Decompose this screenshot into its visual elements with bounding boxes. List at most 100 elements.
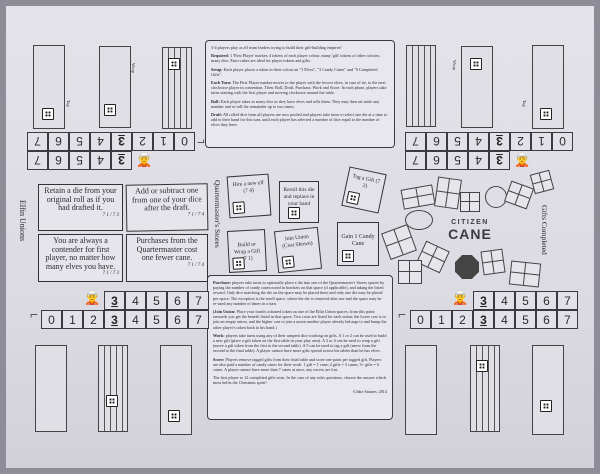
- store-gain-cane[interactable]: Gain 1 Candy Cane: [337, 222, 379, 266]
- gift-icon: [485, 186, 507, 208]
- gift-icon: [455, 255, 479, 279]
- store-join-union[interactable]: Join Union (Cost Shown): [273, 226, 323, 274]
- track-cell[interactable]: 3: [489, 132, 510, 151]
- required-text: 1 'First Player' marker, 4 tokens of eac…: [211, 53, 380, 64]
- track-cell[interactable]: 5: [447, 151, 468, 170]
- track-cell[interactable]: 4: [468, 132, 489, 151]
- die-icon: [232, 201, 246, 215]
- track-cell[interactable]: 6: [167, 291, 188, 310]
- union-text: Place your fourth coloured token on one …: [213, 309, 387, 330]
- track-cell[interactable]: 7: [405, 132, 426, 151]
- score-label: Score:: [213, 356, 225, 362]
- union-text: Purchases from the Quartermaster cost on…: [136, 236, 198, 263]
- track-cell[interactable]: 2: [83, 310, 104, 329]
- track-cell[interactable]: 1: [431, 310, 452, 329]
- track-cell[interactable]: 5: [146, 310, 167, 329]
- track-cell[interactable]: 6: [48, 132, 69, 151]
- track-cell[interactable]: 3: [111, 132, 132, 151]
- setup-label: Setup:: [211, 66, 223, 72]
- store-hire-elf[interactable]: Hire a new elf (7 4): [226, 173, 272, 219]
- track-cell[interactable]: 4: [125, 291, 146, 310]
- setup-text: Each player places a token in their colo…: [211, 66, 378, 77]
- track-cell[interactable]: 2: [510, 132, 531, 151]
- candy-cane-icon: ⌐: [197, 134, 205, 149]
- candy-cane-icon: ⌐: [30, 308, 38, 323]
- track-cell[interactable]: 3: [111, 151, 132, 170]
- die-icon: [106, 395, 118, 407]
- track-cell[interactable]: 4: [494, 310, 515, 329]
- track-cell[interactable]: 3: [473, 291, 494, 310]
- union-card-discount[interactable]: Purchases from the Quartermaster cost on…: [126, 234, 208, 282]
- track-cell[interactable]: 2: [452, 310, 473, 329]
- store-tag-gift[interactable]: Tag a Gift (7 2): [341, 166, 387, 214]
- union-card-retain[interactable]: Retain a die from your original roll as …: [38, 184, 123, 231]
- citizen-cane-logo: CITIZEN CANE: [440, 219, 500, 242]
- track-cell[interactable]: 3: [104, 310, 125, 329]
- track-cell[interactable]: 1: [153, 132, 174, 151]
- track-cell[interactable]: 7: [188, 310, 209, 329]
- track-cell[interactable]: 0: [41, 310, 62, 329]
- union-card-adjust[interactable]: Add or subtract one from one of your dic…: [125, 183, 209, 232]
- track-cell[interactable]: 7: [557, 310, 578, 329]
- track-cell[interactable]: 3: [489, 151, 510, 170]
- track-cell[interactable]: 6: [48, 151, 69, 170]
- build-table-bottom-1: [35, 345, 67, 432]
- track-cell[interactable]: 6: [536, 291, 557, 310]
- track-cell[interactable]: 7: [27, 132, 48, 151]
- turn-text: The First Player marker moves to the pla…: [211, 80, 387, 96]
- track-cell[interactable]: 4: [494, 291, 515, 310]
- track-cell[interactable]: 1: [531, 132, 552, 151]
- die-icon: [470, 58, 482, 70]
- track-cell[interactable]: 6: [426, 132, 447, 151]
- track-cell[interactable]: 6: [167, 310, 188, 329]
- track-cell[interactable]: 5: [69, 132, 90, 151]
- gift-icon: [434, 176, 462, 210]
- turn-label: Each Turn:: [211, 80, 232, 86]
- rules-box-top: 3-4 players play as elf team leaders try…: [205, 40, 395, 148]
- track-cell[interactable]: 7: [188, 291, 209, 310]
- track-cell[interactable]: 3: [473, 310, 494, 329]
- track-cell[interactable]: 0: [174, 132, 195, 151]
- union-card-first-player[interactable]: You are always a contender for first pla…: [38, 234, 123, 282]
- track-cell[interactable]: 7: [405, 151, 426, 170]
- die-icon: [342, 250, 354, 262]
- track-cell[interactable]: 6: [536, 310, 557, 329]
- track-cell[interactable]: 3: [104, 291, 125, 310]
- track-cell[interactable]: 2: [132, 132, 153, 151]
- track-cell[interactable]: 5: [447, 132, 468, 151]
- track-cell[interactable]: 5: [515, 310, 536, 329]
- work-label: Work:: [213, 332, 225, 338]
- tag-label: Tag: [522, 100, 527, 107]
- store-build-wrap[interactable]: Build or Wrap a Gift (7 1): [226, 229, 268, 273]
- track-cell[interactable]: 4: [90, 151, 111, 170]
- union-cost: 7 1 / 7 4: [187, 262, 204, 268]
- track-cell[interactable]: 0: [552, 132, 573, 151]
- track-cell[interactable]: 4: [468, 151, 489, 170]
- die-icon: [168, 58, 180, 70]
- store-reroll[interactable]: Reroll this die and replace in your hand: [279, 181, 319, 223]
- rules-box-bottom: Purchase: players take turns to optional…: [207, 275, 393, 420]
- track-cell[interactable]: 7: [27, 151, 48, 170]
- die-icon: [540, 108, 552, 120]
- track-cell[interactable]: 4: [90, 132, 111, 151]
- die-icon: [42, 108, 54, 120]
- union-cost: 7 1 / 7 3: [102, 212, 119, 218]
- elf-head-icon: 🧝: [136, 152, 153, 167]
- track-cell[interactable]: 0: [410, 310, 431, 329]
- track-cell[interactable]: 5: [515, 291, 536, 310]
- track-cell[interactable]: 6: [426, 151, 447, 170]
- store-text: Join Union (Cost Shown): [282, 233, 313, 250]
- track-cell[interactable]: 5: [69, 151, 90, 170]
- build-table-top-2: [406, 45, 436, 127]
- gift-icon: [405, 210, 433, 230]
- union-cost: 7 1 / 7 4: [187, 212, 205, 218]
- purchase-label: Purchase:: [213, 280, 231, 285]
- track-cell[interactable]: 5: [146, 291, 167, 310]
- gift-icon: [398, 260, 422, 284]
- track-cell[interactable]: 4: [125, 310, 146, 329]
- track-cell[interactable]: 1: [62, 310, 83, 329]
- union-text: Retain a die from your original roll as …: [44, 186, 117, 213]
- track-cell[interactable]: 7: [557, 291, 578, 310]
